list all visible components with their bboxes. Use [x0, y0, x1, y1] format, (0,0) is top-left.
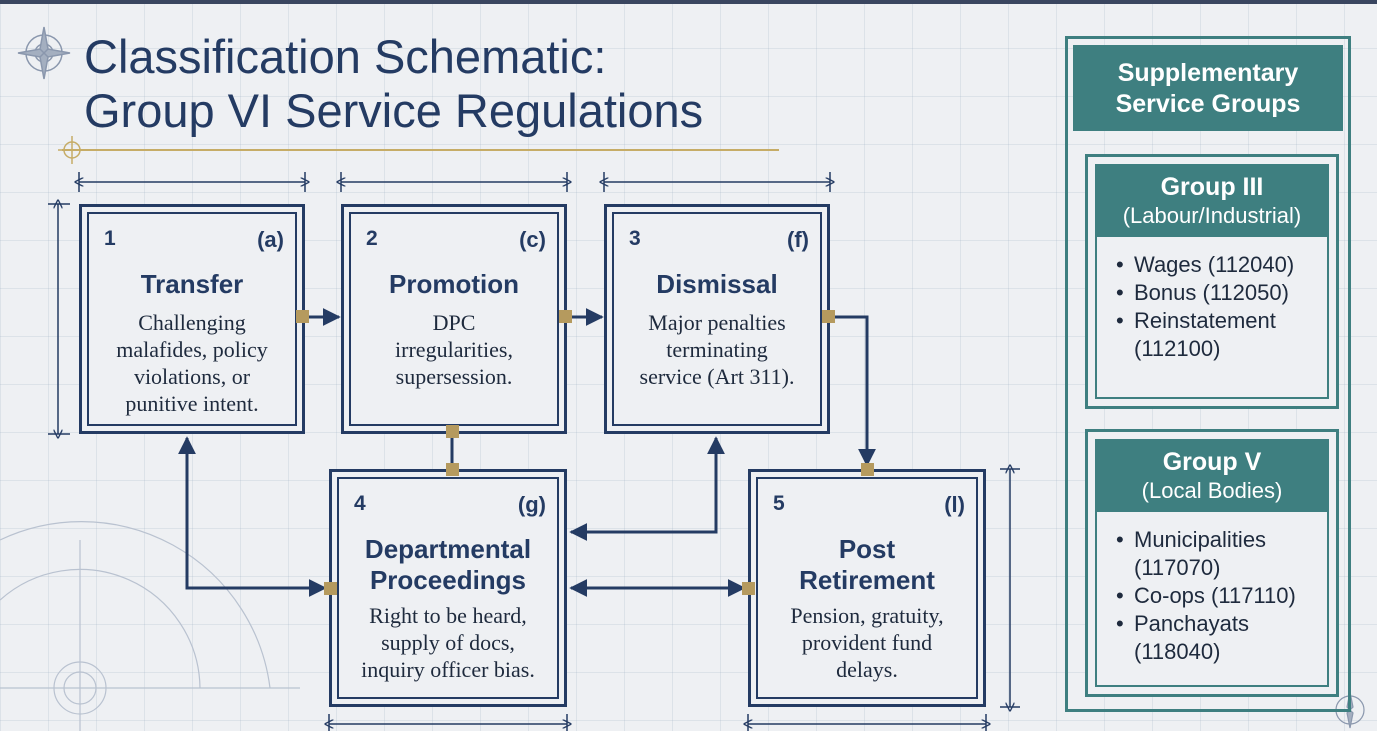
supplementary-heading: Supplementary Service Groups — [1073, 45, 1343, 131]
group-items: Municipalities(117070) Co-ops (117110) P… — [1116, 526, 1326, 666]
list-item: Reinstatement(112100) — [1116, 307, 1326, 363]
category-number: 3 — [629, 227, 641, 250]
category-number: 1 — [104, 227, 116, 250]
group-subtitle: (Labour/Industrial) — [1122, 203, 1302, 228]
group-card-group-iii: Group III (Labour/Industrial) Wages (112… — [1085, 154, 1339, 409]
category-number: 5 — [773, 492, 785, 515]
category-box-departmental-proceedings: 4 (g) Departmental Proceedings Right to … — [329, 469, 567, 707]
category-box-promotion: 2 (c) Promotion DPC irregularities, supe… — [341, 204, 567, 434]
category-description: DPC irregularities, supersession. — [395, 310, 513, 389]
arrows — [178, 308, 876, 597]
dimension-line-box-2 — [341, 172, 567, 192]
drafting-arcs — [0, 521, 300, 731]
category-description: Challenging malafides, policy violations… — [116, 310, 268, 416]
category-box-dismissal: 3 (f) Dismissal Major penalties terminat… — [604, 204, 830, 434]
category-code: (g) — [517, 492, 546, 517]
group-subtitle: (Local Bodies) — [1141, 478, 1283, 503]
category-number: 4 — [354, 492, 366, 515]
top-border — [0, 0, 1377, 4]
category-title: Departmental Proceedings — [364, 534, 532, 595]
dimension-lines — [48, 172, 1020, 731]
node-post-retirement-left — [742, 582, 755, 595]
list-item: Wages (112040) — [1116, 251, 1326, 279]
compass-rose-icon — [17, 26, 71, 80]
list-item: Co-ops (117110) — [1116, 582, 1326, 610]
category-description: Right to be heard, supply of docs, inqui… — [361, 603, 535, 682]
category-code: (f) — [787, 227, 809, 252]
list-item: Panchayats(118040) — [1116, 610, 1326, 666]
category-code: (a) — [257, 227, 284, 252]
group-name: Group V — [1162, 448, 1262, 476]
category-code: (c) — [519, 227, 546, 252]
group-header: Group V (Local Bodies) — [1096, 440, 1328, 512]
title-underline — [62, 149, 779, 151]
category-description: Pension, gratuity, provident fund delays… — [790, 603, 944, 682]
category-description: Major penalties terminating service (Art… — [639, 310, 795, 389]
title-line-1: Classification Schematic: — [84, 30, 607, 83]
list-item: Municipalities(117070) — [1116, 526, 1326, 582]
connector-nodes — [296, 310, 874, 595]
category-box-post-retirement: 5 (l) Post Retirement Pension, gratuity,… — [748, 469, 986, 707]
group-items: Wages (112040) Bonus (112050) Reinstatem… — [1116, 251, 1326, 363]
category-title: Dismissal — [656, 269, 778, 299]
list-item: Bonus (112050) — [1116, 279, 1326, 307]
node-post-retirement-top — [861, 463, 874, 476]
dimension-line-left — [48, 204, 70, 434]
category-number: 2 — [366, 227, 378, 250]
node-promotion-right — [559, 310, 572, 323]
category-code: (l) — [944, 492, 965, 517]
node-transfer-right — [296, 310, 309, 323]
category-title: Transfer — [140, 269, 244, 299]
node-dismissal-right — [822, 310, 835, 323]
dimension-line-box-1 — [79, 172, 305, 192]
node-proceedings-top — [446, 463, 459, 476]
dimension-line-box-5 — [748, 714, 986, 731]
category-title: Promotion — [389, 269, 519, 299]
supplementary-panel — [1065, 36, 1351, 712]
title-line-2: Group VI Service Regulations — [84, 84, 704, 137]
dimension-line-box-3 — [604, 172, 830, 192]
category-box-transfer: 1 (a) Transfer Challenging malafides, po… — [79, 204, 305, 434]
group-header: Group III (Labour/Industrial) — [1096, 165, 1328, 237]
node-proceedings-left — [324, 582, 337, 595]
dimension-line-box-4 — [329, 714, 567, 731]
group-card-group-v: Group V (Local Bodies) Municipalities(11… — [1085, 429, 1339, 697]
arrow-transfer-proceedings — [178, 436, 327, 597]
arrow-dismissal-proceedings — [569, 436, 725, 541]
dimension-line-right — [1000, 469, 1020, 707]
page-title: Classification Schematic: Group VI Servi… — [84, 30, 1044, 138]
category-title: Post Retirement — [799, 534, 935, 595]
node-promotion-bottom — [446, 425, 459, 438]
arrow-dismissal-to-post-retirement — [834, 315, 876, 467]
group-name: Group III — [1160, 173, 1264, 201]
